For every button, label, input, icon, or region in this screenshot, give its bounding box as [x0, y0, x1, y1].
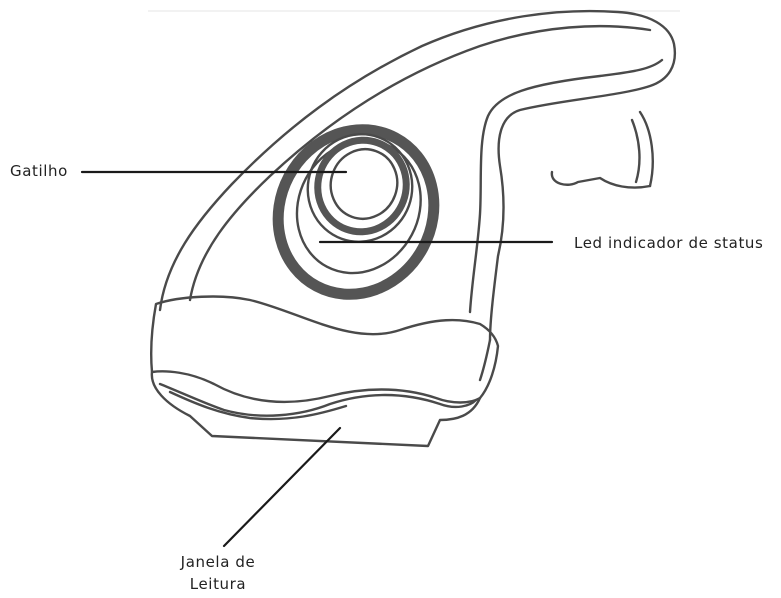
label-reading-window-line1: Janela de [162, 551, 274, 573]
trigger-button-assembly [249, 102, 462, 322]
scanner-illustration [151, 11, 675, 446]
leader-window [224, 428, 340, 546]
head-band [151, 297, 498, 403]
grip-lower [640, 112, 653, 186]
grip-bump [552, 172, 650, 188]
label-reading-window-line2: Leitura [162, 573, 274, 595]
label-reading-window: Janela de Leitura [162, 551, 274, 595]
scanner-underside [480, 340, 490, 380]
grip-inner [632, 120, 639, 182]
label-trigger: Gatilho [10, 160, 68, 182]
leader-lines [82, 172, 552, 546]
label-status-led: Led indicador de status [574, 232, 763, 254]
